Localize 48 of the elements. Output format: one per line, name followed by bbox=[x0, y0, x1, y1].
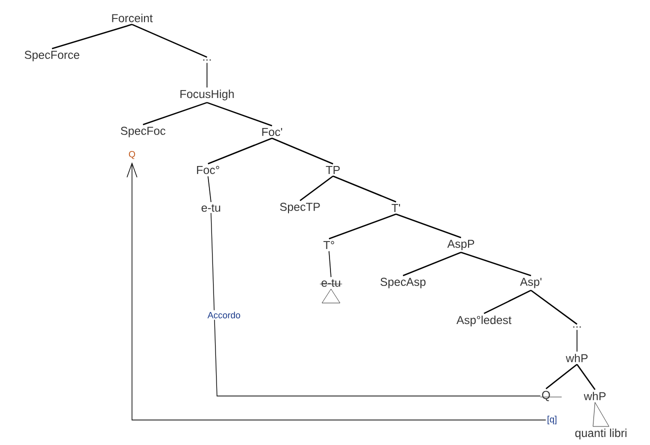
tree-label: T' bbox=[392, 204, 400, 212]
branch-line bbox=[52, 24, 132, 50]
branch-line bbox=[206, 62, 208, 88]
tree-label: SpecFoc bbox=[120, 126, 166, 138]
tree-label: Asp' bbox=[520, 278, 542, 288]
tree-label: TP bbox=[326, 166, 340, 174]
movement-arrow bbox=[126, 162, 546, 420]
tree-label: quanti libri bbox=[575, 428, 626, 440]
branch-line bbox=[272, 138, 334, 164]
branch-line bbox=[576, 364, 596, 390]
branch-line bbox=[460, 252, 532, 276]
tree-label: whP bbox=[584, 392, 606, 400]
branch-line bbox=[332, 176, 396, 202]
tree-label: [q] bbox=[548, 416, 556, 424]
tree-label: e-tu bbox=[202, 204, 220, 212]
triangle-symbol bbox=[592, 402, 610, 427]
branch-line bbox=[208, 176, 212, 202]
branch-line bbox=[206, 102, 272, 126]
branch-line bbox=[300, 176, 334, 202]
branch-line bbox=[132, 24, 208, 58]
tree-label: SpecAsp bbox=[380, 278, 426, 288]
tree-label: AspP bbox=[447, 240, 474, 250]
tree-label: SpecTP bbox=[280, 202, 320, 214]
tree-label: ... bbox=[203, 59, 211, 61]
branch-line bbox=[328, 214, 396, 240]
tree-label: FocusHigh bbox=[180, 90, 234, 100]
branch-line bbox=[328, 250, 332, 278]
branch-line bbox=[142, 102, 208, 126]
branch-line bbox=[484, 290, 532, 314]
branch-line bbox=[576, 329, 578, 352]
tree-label: ... bbox=[573, 326, 581, 328]
agreement-line bbox=[210, 212, 541, 396]
tree-label: Q bbox=[128, 151, 136, 159]
tree-label: Asp°ledest bbox=[456, 316, 512, 326]
branch-line bbox=[546, 364, 578, 390]
tree-label: Foc' bbox=[262, 128, 282, 136]
tree-label: Foc° bbox=[197, 166, 220, 174]
tree-label: Forceint bbox=[112, 14, 153, 22]
branch-line bbox=[396, 214, 462, 238]
tree-label: T° bbox=[323, 241, 334, 250]
branch-line bbox=[530, 290, 578, 325]
tree-label: SpecForce bbox=[24, 50, 80, 62]
tree-label: e-tu bbox=[322, 279, 340, 287]
edge-label: Accordo bbox=[208, 312, 240, 318]
branch-line bbox=[402, 252, 462, 276]
branch-line bbox=[208, 138, 272, 164]
tree-label: Q bbox=[542, 390, 550, 402]
tree-label: whP bbox=[566, 354, 588, 362]
